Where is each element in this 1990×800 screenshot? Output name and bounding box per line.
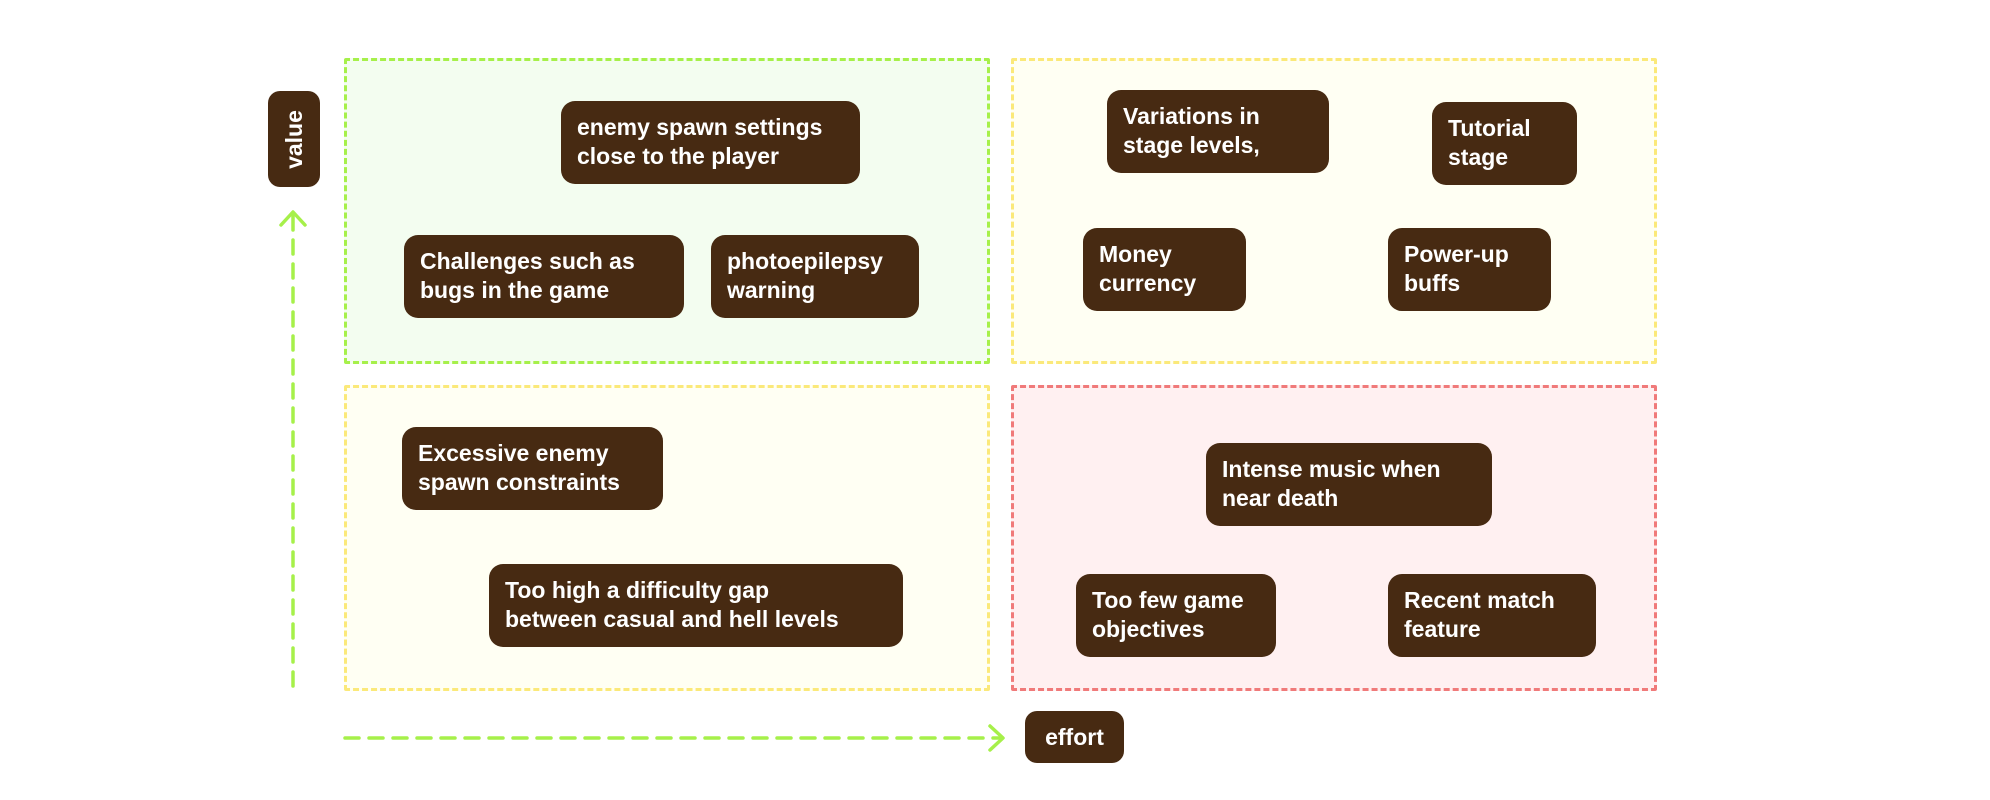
- y-axis-label: value: [268, 91, 320, 187]
- sticky-note[interactable]: Money currency: [1083, 228, 1246, 311]
- sticky-note[interactable]: photoepilepsy warning: [711, 235, 919, 318]
- sticky-note[interactable]: Too few game objectives: [1076, 574, 1276, 657]
- sticky-note[interactable]: enemy spawn settings close to the player: [561, 101, 860, 184]
- x-axis-arrowhead: [988, 724, 1005, 752]
- sticky-note[interactable]: Challenges such as bugs in the game: [404, 235, 684, 318]
- sticky-note[interactable]: Variations in stage levels,: [1107, 90, 1329, 173]
- sticky-note[interactable]: Tutorial stage: [1432, 102, 1577, 185]
- sticky-note[interactable]: Intense music when near death: [1206, 443, 1492, 526]
- sticky-note[interactable]: Too high a difficulty gap between casual…: [489, 564, 903, 647]
- sticky-note[interactable]: Excessive enemy spawn constraints: [402, 427, 663, 510]
- y-axis-arrowhead: [279, 210, 307, 227]
- sticky-note[interactable]: Recent match feature: [1388, 574, 1596, 657]
- x-axis-label: effort: [1025, 711, 1124, 763]
- sticky-note[interactable]: Power-up buffs: [1388, 228, 1551, 311]
